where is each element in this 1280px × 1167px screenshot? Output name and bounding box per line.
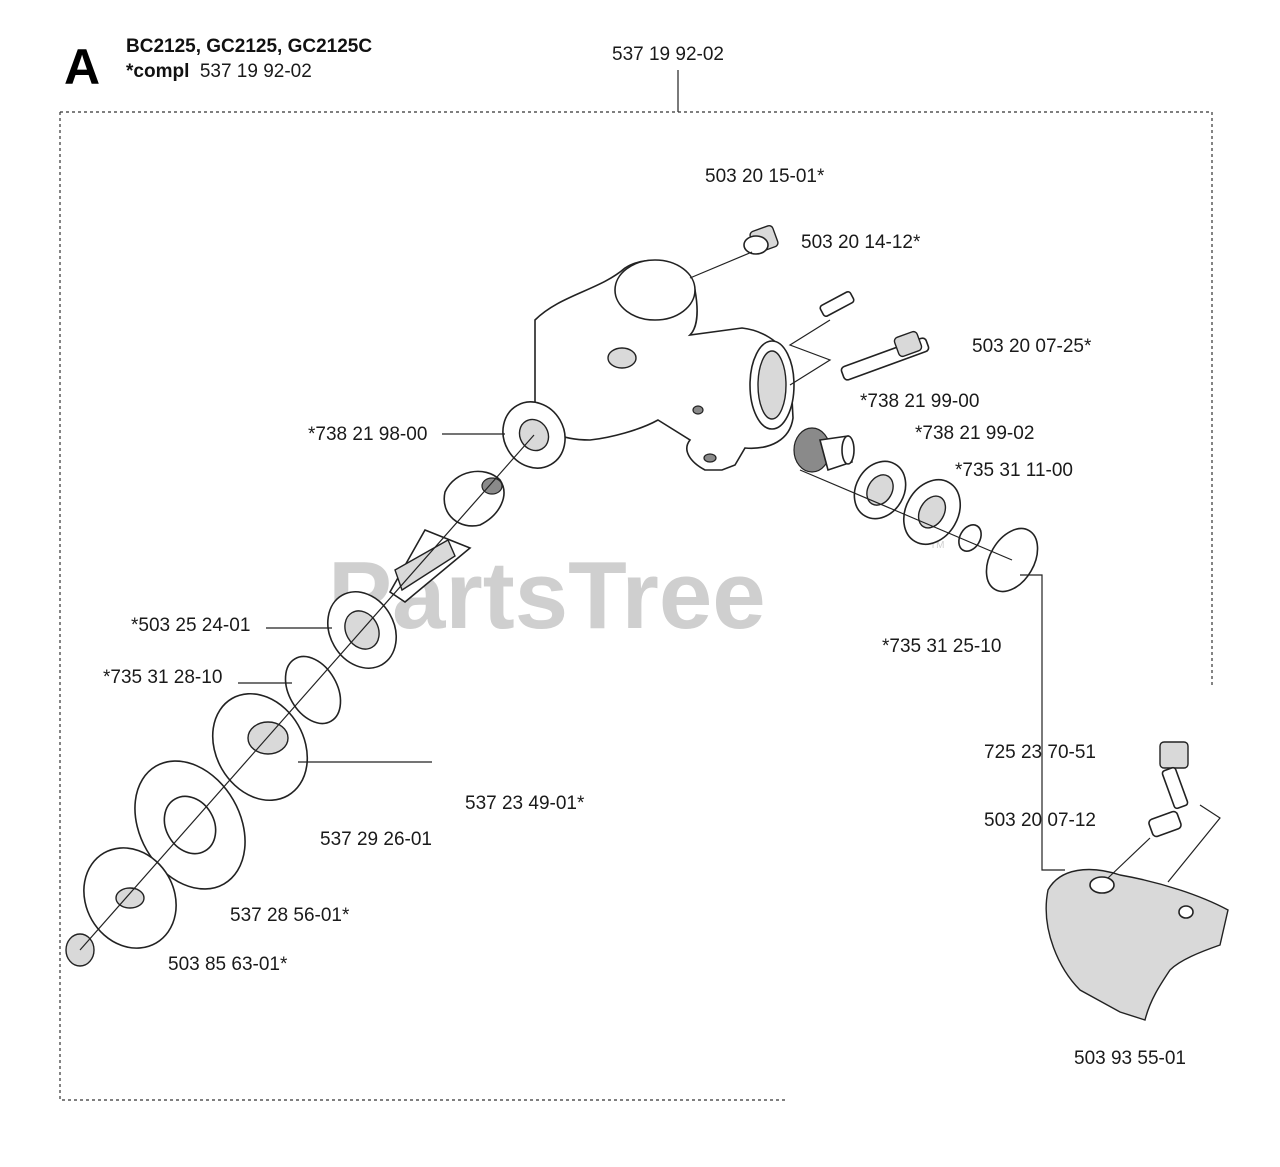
section-letter: A — [64, 39, 100, 95]
callout-725-23-70-51: 725 23 70-51 — [984, 742, 1096, 763]
compl-line: *compl 537 19 92-02 — [126, 61, 312, 82]
callout-503-20-07-12: 503 20 07-12 — [984, 810, 1096, 831]
callout-735-31-28-10: *735 31 28-10 — [103, 667, 222, 688]
callout-503-85-63-01: 503 85 63-01* — [168, 954, 288, 975]
pinion-gear — [793, 427, 855, 473]
callout-537-29-26-01: 537 29 26-01 — [320, 829, 432, 850]
bearing-738-21-99-00 — [853, 460, 907, 520]
callout-738-21-98-00: *738 21 98-00 — [308, 424, 427, 445]
callout-738-21-99-02: *738 21 99-02 — [915, 423, 1034, 444]
left-axis-line — [79, 434, 535, 951]
callout-503-20-14-12: 503 20 14-12* — [801, 232, 921, 253]
long-screw — [840, 330, 930, 381]
watermark-tm: TM — [930, 540, 944, 551]
compl-number: 537 19 92-02 — [200, 61, 312, 82]
screw-leader — [788, 319, 832, 386]
plug-leader — [689, 251, 753, 279]
compl-prefix: *compl — [126, 61, 189, 82]
right-axis-line — [799, 469, 1013, 561]
oil-plug — [743, 224, 779, 255]
drive-shaft-gear — [388, 470, 505, 603]
assembly-number: 537 19 92-02 — [612, 44, 724, 65]
callout-503-20-15-01: 503 20 15-01* — [705, 166, 825, 187]
callout-738-21-99-00: *738 21 99-00 — [860, 391, 979, 412]
small-screw — [819, 290, 855, 318]
callout-503-25-24-01: *503 25 24-01 — [131, 615, 250, 636]
bolt-leader — [1167, 804, 1221, 883]
gear-housing — [534, 259, 795, 471]
guard-bolt-725-23-70-51 — [1159, 741, 1189, 810]
guard-503-93-55-01 — [1045, 868, 1229, 1021]
circlip-735-31-28-10 — [284, 655, 342, 725]
callout-735-31-11-00: *735 31 11-00 — [955, 460, 1073, 481]
support-flange-537-23-49-01 — [211, 692, 309, 802]
guard-screw-503-20-07-12 — [1148, 810, 1182, 838]
model-list: BC2125, GC2125, GC2125C — [126, 36, 372, 57]
bearing-738-21-99-02 — [902, 479, 962, 545]
callout-537-28-56-01: 537 28 56-01* — [230, 905, 350, 926]
washer-537-28-56-01 — [83, 847, 177, 949]
callout-735-31-25-10: *735 31 25-10 — [882, 636, 1001, 657]
callout-503-20-07-25: 503 20 07-25* — [972, 336, 1092, 357]
assembly-frame-top — [60, 111, 1213, 685]
callout-503-93-55-01: 503 93 55-01 — [1074, 1048, 1186, 1069]
guard-leader — [1020, 574, 1065, 871]
screw-guard-leader — [1107, 837, 1151, 879]
callout-537-23-49-01: 537 23 49-01* — [465, 793, 585, 814]
